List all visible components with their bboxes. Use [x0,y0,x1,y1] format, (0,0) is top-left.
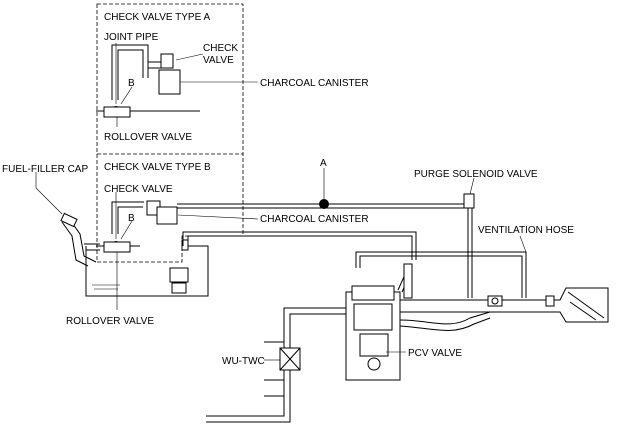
purge-line [177,193,475,298]
type-a-inset [96,3,244,155]
wu-twc-label: WU-TWC [222,356,265,367]
intake-duct [398,287,609,323]
ventilation-hose-label: VENTILATION HOSE [478,225,574,236]
check-valve-a-label-line2: VALVE [203,55,234,66]
tank-vent-line [182,231,417,260]
type-a-components [96,44,200,127]
pcv-valve-label: PCV VALVE [408,348,462,359]
point-a-label: A [320,158,327,169]
purge-solenoid-valve-label: PURGE SOLENOID VALVE [414,169,538,180]
check-valve-type-b-label: CHECK VALVE TYPE B [104,162,211,173]
type-b-components [96,200,178,268]
rollover-valve-a-label: ROLLOVER VALVE [104,132,192,143]
leader-lines [35,43,527,361]
fuel-filler-cap-label: FUEL-FILLER CAP [2,164,88,175]
check-valve-type-a-label: CHECK VALVE TYPE A [104,12,210,23]
check-valve-a-label-line1: CHECK [203,43,238,54]
point-b-a-label: B [128,78,135,89]
joint-pipe-label: JOINT PIPE [104,32,159,43]
rollover-valve-main-label: ROLLOVER VALVE [66,316,154,327]
ventilation-hose-line [355,251,527,298]
diagram-labels: CHECK VALVE TYPE A JOINT PIPE CHECK VALV… [2,12,574,367]
check-valve-b-label: CHECK VALVE [104,184,173,195]
engine [345,263,491,381]
fuel-tank [85,239,209,297]
fuel-filler-neck [60,212,100,267]
point-b-b-label: B [128,213,135,224]
charcoal-canister-a-label: CHARCOAL CANISTER [260,78,369,89]
exhaust-system [206,307,346,423]
charcoal-canister-b-label: CHARCOAL CANISTER [260,214,369,225]
